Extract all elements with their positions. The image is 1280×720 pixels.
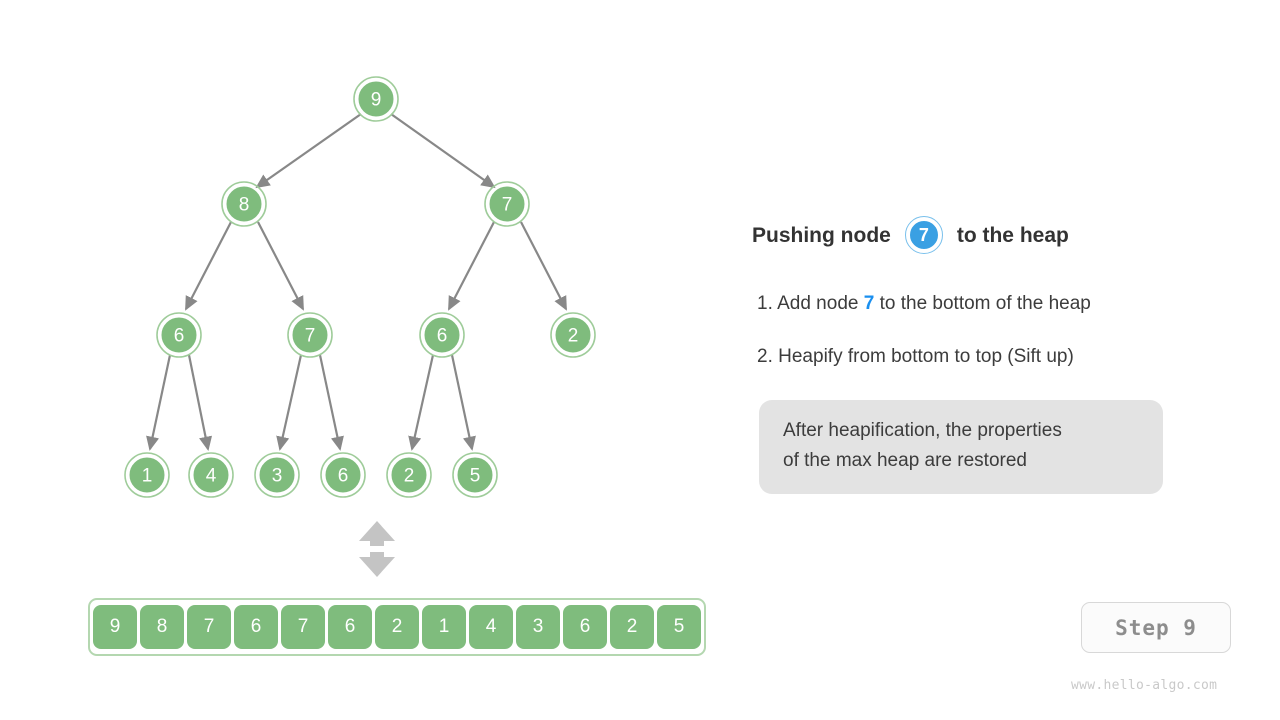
tree-node[interactable]: 7 (484, 181, 530, 227)
instruction-step-1: 1. Add node 7 to the bottom of the heap (757, 293, 1091, 315)
callout-line-2: of the max heap are restored (783, 450, 1027, 471)
tree-node[interactable]: 2 (550, 312, 596, 358)
tree-node[interactable]: 6 (156, 312, 202, 358)
heap-visualization-panel: 9 8 7 6 7 6 2 (88, 76, 706, 656)
tree-node[interactable]: 3 (254, 452, 300, 498)
array-cell[interactable]: 9 (93, 605, 137, 649)
tree-node-label: 5 (470, 466, 481, 487)
step-counter-badge: Step 9 (1081, 602, 1231, 653)
tree-node-label: 6 (174, 326, 185, 347)
array-cell[interactable]: 5 (657, 605, 701, 649)
tree-node[interactable]: 2 (386, 452, 432, 498)
array-cell[interactable]: 3 (516, 605, 560, 649)
tree-node[interactable]: 4 (188, 452, 234, 498)
array-cell[interactable]: 1 (422, 605, 466, 649)
array-cell[interactable]: 6 (234, 605, 278, 649)
tree-node-label: 9 (371, 90, 382, 111)
explanation-panel: Pushing node 7 to the heap 1. Add node 7… (752, 0, 1280, 720)
badge-value: 7 (907, 219, 940, 251)
heap-array: 9 8 7 6 7 6 2 1 4 3 6 2 5 (88, 598, 706, 656)
binary-tree-diagram: 9 8 7 6 7 6 2 (124, 76, 596, 498)
array-cell[interactable]: 8 (140, 605, 184, 649)
tree-node-label: 2 (568, 326, 579, 347)
callout-box: After heapification, the properties of t… (759, 400, 1163, 494)
array-cell[interactable]: 6 (328, 605, 372, 649)
tree-node-label: 8 (239, 195, 250, 216)
callout-line-1: After heapification, the properties (783, 420, 1062, 441)
array-cell[interactable]: 2 (610, 605, 654, 649)
tree-node-label: 7 (305, 326, 316, 347)
tree-node-label: 6 (437, 326, 448, 347)
pushed-node-badge: 7 (904, 216, 943, 254)
tree-node-label: 6 (338, 466, 349, 487)
array-cell[interactable]: 2 (375, 605, 419, 649)
array-cell[interactable]: 7 (281, 605, 325, 649)
tree-node[interactable]: 5 (452, 452, 498, 498)
edge-6-2 (408, 354, 435, 451)
array-cell[interactable]: 6 (563, 605, 607, 649)
edge-6-1 (146, 354, 172, 451)
headline-suffix: to the heap (956, 223, 1069, 247)
tree-node-label: 2 (404, 466, 415, 487)
headline: Pushing node 7 to the heap (752, 216, 1069, 254)
tree-node-label: 1 (142, 466, 153, 487)
step-1-before: Add node (777, 293, 859, 314)
edge-7-6 (448, 221, 495, 311)
edge-8-7 (257, 221, 304, 311)
tree-node[interactable]: 8 (221, 181, 267, 227)
edge-6-4 (187, 354, 213, 451)
edge-6-5 (450, 354, 476, 451)
tree-node[interactable]: 6 (419, 312, 465, 358)
badge-ring (904, 216, 943, 254)
tree-node-label: 3 (272, 466, 283, 487)
instruction-step-2: 2. Heapify from bottom to top (Sift up) (757, 346, 1074, 368)
step-1-index: 1. (757, 293, 773, 314)
array-cell[interactable]: 4 (469, 605, 513, 649)
edge-7-6b (318, 354, 344, 451)
tree-node[interactable]: 6 (320, 452, 366, 498)
edge-7-2 (520, 221, 567, 311)
tree-node[interactable]: 7 (287, 312, 333, 358)
array-cell[interactable]: 7 (187, 605, 231, 649)
edge-9-8 (255, 113, 362, 189)
step-2-before: Heapify from bottom to top (Sift up) (778, 346, 1074, 367)
tree-node-label: 7 (502, 195, 513, 216)
step-1-after: to the bottom of the heap (879, 293, 1091, 314)
edge-9-7 (390, 113, 496, 189)
tree-node[interactable]: 1 (124, 452, 170, 498)
step-1-highlight: 7 (863, 293, 875, 314)
step-2-index: 2. (757, 346, 773, 367)
edge-8-6 (185, 221, 232, 311)
double-headed-vertical-arrow-icon (359, 521, 395, 577)
tree-edges (146, 113, 567, 451)
watermark: www.hello-algo.com (1071, 678, 1218, 693)
edge-7-3 (276, 354, 303, 451)
tree-node[interactable]: 9 (353, 76, 399, 122)
headline-prefix: Pushing node (752, 223, 891, 247)
tree-node-label: 4 (206, 466, 217, 487)
